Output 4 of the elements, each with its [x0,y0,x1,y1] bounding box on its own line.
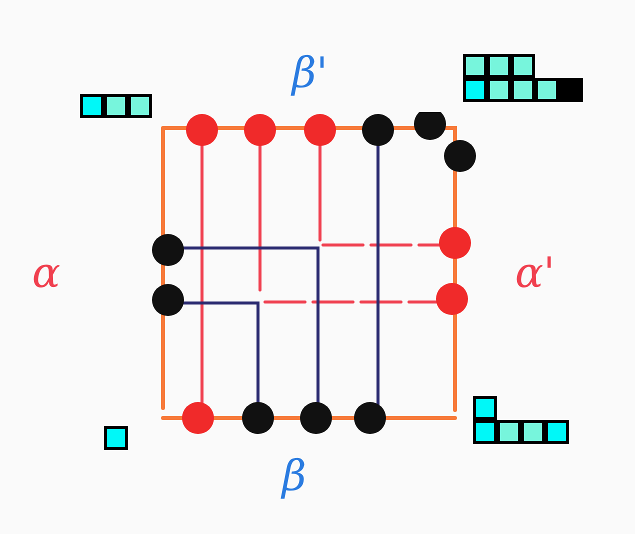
greek-letter-label: β [282,455,306,497]
greek-letter-label: α' [515,252,555,294]
greek-letter-label: β' [292,52,328,94]
greek-letter-label: α [32,252,60,294]
